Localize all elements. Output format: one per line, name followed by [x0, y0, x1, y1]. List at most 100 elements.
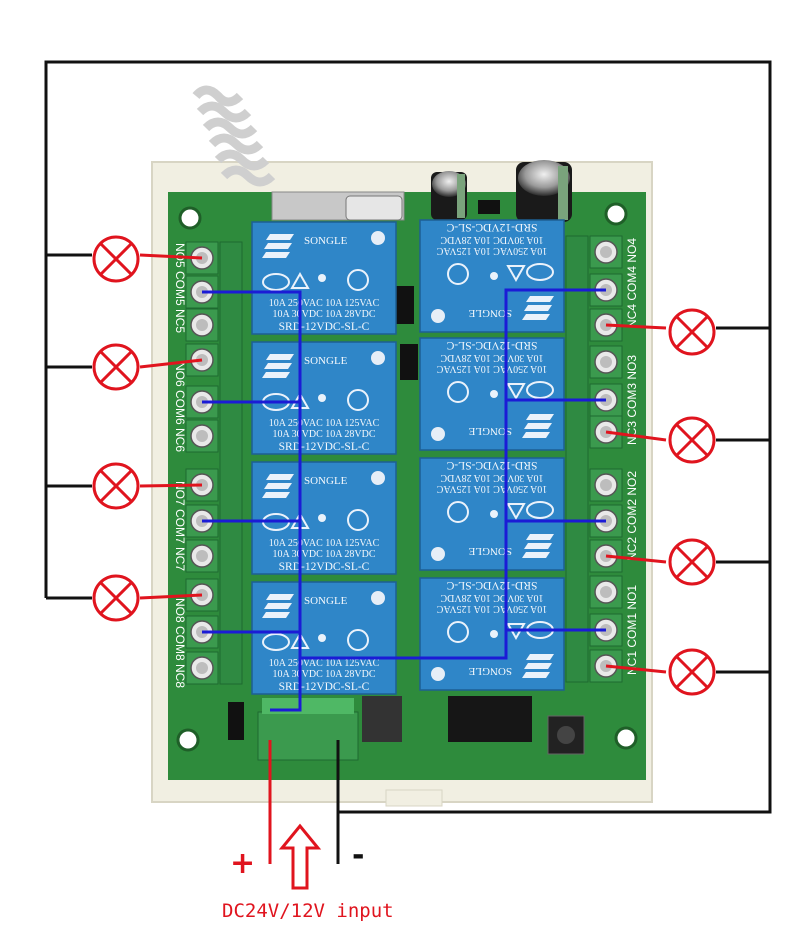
terminal-screw	[589, 235, 623, 269]
cqc-mark-icon	[262, 273, 290, 291]
songle-logo-icon	[262, 474, 294, 498]
lamp-feed-wire	[139, 358, 203, 369]
lamp-feed-wire	[605, 430, 667, 442]
capacitor	[516, 160, 572, 222]
input-arrow-icon	[278, 823, 322, 890]
cqc-mark-icon	[526, 263, 554, 281]
relay-rating-line: 10A 250VAC 10A 125VAC	[269, 658, 380, 669]
relay-model: SRD-12VDC-SL-C	[446, 459, 537, 471]
lamp-icon	[92, 574, 140, 622]
relay-model: SRD-12VDC-SL-C	[446, 339, 537, 351]
relay-rating-line: 10A 30VDC 10A 28VDC	[272, 669, 375, 680]
diode	[396, 286, 414, 324]
ul-mark-icon	[447, 263, 469, 285]
relay-coil-mark	[371, 471, 385, 485]
relay-rating-line: 10A 250VAC 10A 125VAC	[269, 418, 380, 429]
relay-rating-line: 10A 250VAC 10A 125VAC	[436, 603, 547, 614]
common-bus-wire	[300, 288, 606, 660]
negative-terminal-label: -	[352, 838, 365, 873]
lamp-feed-wire	[605, 323, 667, 330]
songle-logo-icon	[262, 354, 294, 378]
ul-mark-icon	[447, 621, 469, 643]
terminal-label: NO7 COM7 NC7	[173, 481, 187, 571]
relay-brand: SONGLE	[304, 595, 348, 607]
wiring	[44, 60, 772, 864]
positive-terminal-label: +	[230, 846, 256, 881]
relay-brand: SONGLE	[468, 545, 512, 557]
lamp-icon	[668, 648, 716, 696]
relay-dot	[490, 272, 498, 280]
lamp-feed-wire	[139, 253, 203, 260]
relay-model: SRD-12VDC-SL-C	[446, 579, 537, 591]
lamp-feed-wire	[139, 483, 203, 488]
terminal-screw	[589, 345, 623, 379]
terminal-block-body	[565, 235, 589, 683]
relay-brand: SONGLE	[304, 235, 348, 247]
lamp-icon	[92, 235, 140, 283]
relay-rating-line: 10A 250VAC 10A 125VAC	[269, 538, 380, 549]
relay-dot	[318, 634, 326, 642]
terminal-label: NC3 COM3 NO3	[625, 355, 639, 445]
terminal-block-body	[219, 241, 243, 685]
relay-rating-line: 10A 30VDC 10A 28VDC	[440, 234, 543, 245]
lamp-feed-wire	[605, 664, 667, 674]
terminal-label: NO8 COM8 NC8	[173, 598, 187, 688]
relay-dot	[490, 390, 498, 398]
relay-brand: SONGLE	[468, 307, 512, 319]
microcontroller-chip	[448, 696, 532, 742]
enclosure-tab	[385, 789, 443, 807]
cqc-mark-icon	[526, 381, 554, 399]
relay-brand: SONGLE	[468, 425, 512, 437]
relay-model: SRD-12VDC-SL-C	[279, 321, 370, 333]
terminal-label: NC4 COM4 NO4	[625, 238, 639, 328]
relay-coil-mark	[431, 547, 445, 561]
relay-coil-mark	[431, 667, 445, 681]
relay-coil-mark	[431, 309, 445, 323]
learn-button-cap	[557, 726, 575, 744]
lamp-icon	[92, 462, 140, 510]
mounting-hole	[614, 726, 638, 750]
relay-rating-line: 10A 250VAC 10A 125VAC	[436, 363, 547, 374]
ul-mark-icon	[447, 381, 469, 403]
relay-coil-mark	[431, 427, 445, 441]
relay-dot	[318, 514, 326, 522]
common-bus-wire	[270, 700, 302, 712]
capacitor	[431, 171, 467, 220]
lamp-icon	[668, 308, 716, 356]
mounting-hole	[604, 202, 628, 226]
relay-model: SRD-12VDC-SL-C	[279, 441, 370, 453]
relay-rating-line: 10A 30VDC 10A 28VDC	[272, 549, 375, 560]
relay-rating-line: 10A 30VDC 10A 28VDC	[272, 429, 375, 440]
relay-rating-line: 10A 250VAC 10A 125VAC	[269, 298, 380, 309]
lamp-icon	[92, 343, 140, 391]
songle-logo-icon	[262, 234, 294, 258]
ul-mark-icon	[347, 629, 369, 651]
warning-mark-icon	[290, 271, 310, 289]
terminal-label: NO5 COM5 NC5	[173, 243, 187, 333]
relay-rating-line: 10A 250VAC 10A 125VAC	[436, 245, 547, 256]
terminal-screw	[589, 468, 623, 502]
mounting-hole	[176, 728, 200, 752]
lamp-icon	[668, 416, 716, 464]
ul-mark-icon	[347, 509, 369, 531]
songle-logo-icon	[522, 654, 554, 678]
learn-button	[547, 715, 585, 755]
ul-mark-icon	[347, 269, 369, 291]
relay-rating-line: 10A 30VDC 10A 28VDC	[440, 592, 543, 603]
relay-dot	[490, 630, 498, 638]
ul-mark-icon	[447, 501, 469, 523]
relay-dot	[490, 510, 498, 518]
mounting-holes	[176, 202, 638, 752]
relay-brand: SONGLE	[304, 355, 348, 367]
terminal-screw	[185, 651, 219, 685]
lamps	[92, 235, 716, 696]
common-bus-wire	[202, 290, 302, 710]
terminal-screw	[185, 539, 219, 573]
terminal-screw	[185, 419, 219, 453]
mounting-hole	[178, 206, 202, 230]
